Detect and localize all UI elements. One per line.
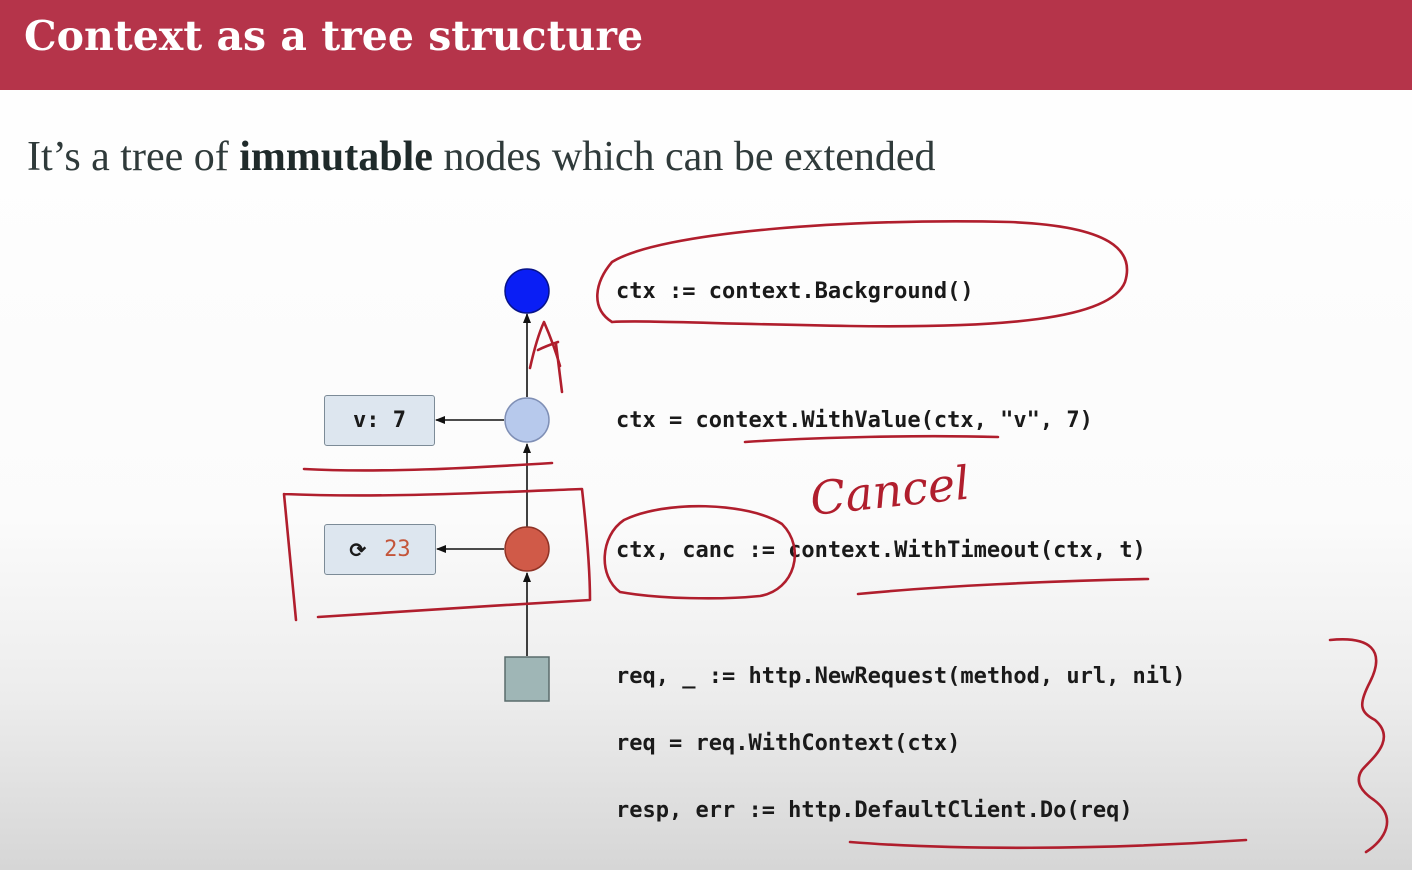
- code-line-background: ctx := context.Background(): [616, 279, 974, 304]
- value-number: 7: [392, 408, 406, 433]
- code-line-with-value: ctx = context.WithValue(ctx, "v", 7): [616, 408, 1093, 433]
- timeout-number: 23: [384, 537, 411, 562]
- code-line-with-timeout: ctx, canc := context.WithTimeout(ctx, t): [616, 538, 1146, 563]
- value-box: v: 7: [324, 395, 435, 446]
- subtitle-text-end: nodes which can be extended: [432, 134, 936, 180]
- code-line-with-context: req = req.WithContext(ctx): [616, 731, 961, 756]
- timeout-box: ⟳ 23: [324, 524, 436, 575]
- code-line-new-request: req, _ := http.NewRequest(method, url, n…: [616, 664, 1186, 689]
- subtitle-text-start: It’s a tree of: [27, 134, 240, 180]
- slide-title: Context as a tree structure: [24, 12, 644, 60]
- request-node: [504, 656, 550, 702]
- timer-icon: ⟳: [349, 537, 367, 562]
- timeout-node: [504, 526, 550, 572]
- subtitle-emphasis: immutable: [239, 134, 433, 180]
- root-node: [504, 268, 550, 314]
- value-node: [504, 397, 550, 443]
- slide-subtitle: It’s a tree of immutable nodes which can…: [27, 133, 936, 181]
- code-line-client-do: resp, err := http.DefaultClient.Do(req): [616, 798, 1133, 823]
- title-bar: Context as a tree structure: [0, 0, 1412, 90]
- value-key: v:: [353, 408, 380, 433]
